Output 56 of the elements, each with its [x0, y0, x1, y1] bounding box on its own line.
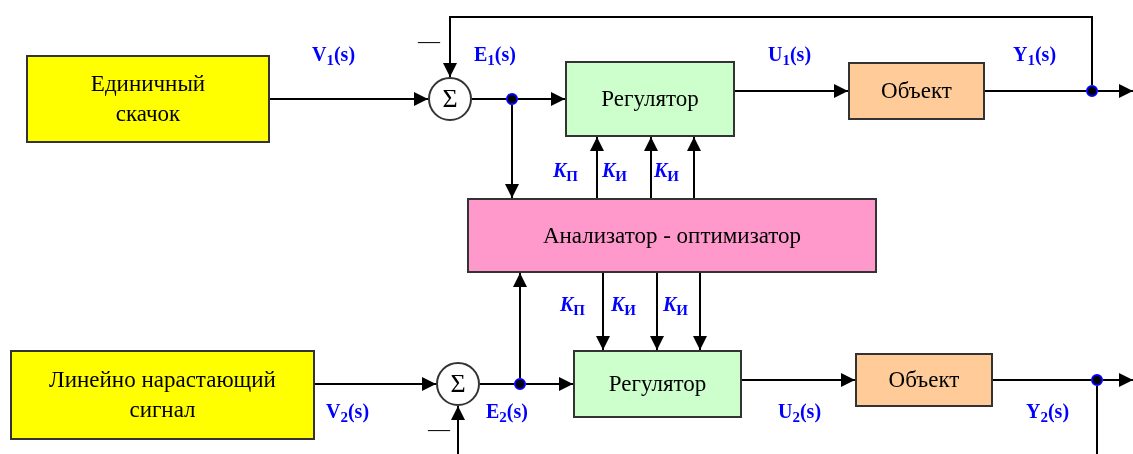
- connector-line: [992, 379, 1092, 381]
- summing-junction: [428, 77, 472, 121]
- arrow: [741, 373, 856, 387]
- edge-label: K$_{П}$: [553, 160, 578, 180]
- edge-label: E$_{2}$(s): [486, 401, 528, 421]
- edge-label: V$_{1}$(s): [312, 44, 356, 64]
- connector-line: [984, 90, 1087, 92]
- node-label: Объект: [880, 77, 953, 106]
- connector-line: [471, 98, 507, 100]
- summing-junction: [436, 362, 480, 406]
- node-label: Объект: [887, 366, 961, 395]
- edge-label: U$_{2}$(s): [778, 401, 822, 421]
- arrow: [650, 272, 664, 351]
- edge-label: K$_{П}$: [560, 294, 585, 314]
- arrow: [734, 84, 849, 98]
- arrow: [590, 136, 604, 199]
- controller-box: [573, 350, 742, 418]
- node-label: Анализатор - оптимизатор: [541, 221, 803, 250]
- arrow: [693, 272, 707, 351]
- edge-label: K$_{И}$: [611, 294, 636, 314]
- node-label: Линейно нарастающий сигнал: [48, 366, 277, 424]
- arrow: [1097, 84, 1133, 98]
- input-box: [10, 350, 315, 440]
- controller-box: [565, 61, 735, 137]
- arrow: [505, 104, 519, 199]
- input-box: [26, 55, 270, 143]
- node-label: Регулятор: [607, 370, 708, 399]
- plant-box: [855, 353, 993, 407]
- plant-box: [848, 62, 985, 120]
- edge-label: K$_{И}$: [654, 160, 679, 180]
- edge-label: V$_{2}$(s): [326, 401, 370, 421]
- edge-label: Y$_{1}$(s): [1013, 44, 1057, 64]
- arrow: [687, 136, 701, 199]
- edge-label: U$_{1}$(s): [768, 44, 812, 64]
- arrow: [1102, 373, 1133, 387]
- arrow: [269, 92, 429, 106]
- analyzer-box: [467, 198, 877, 273]
- arrow: [314, 377, 437, 391]
- node-label: Единичный скачок: [89, 70, 207, 128]
- arrow: [451, 385, 1098, 454]
- arrow: [596, 272, 610, 351]
- node-label: Регулятор: [600, 85, 700, 114]
- sigma-symbol: Σ: [450, 371, 466, 397]
- connector-line: [479, 383, 515, 385]
- arrow: [525, 377, 574, 391]
- arrow: [513, 272, 527, 379]
- edge-label: K$_{И}$: [663, 294, 688, 314]
- edge-label: K$_{И}$: [602, 160, 627, 180]
- sigma-symbol: Σ: [442, 86, 458, 112]
- edge-label: Y$_{2}$(s): [1026, 401, 1070, 421]
- arrow: [443, 16, 1093, 86]
- minus-sign: —: [418, 30, 440, 52]
- minus-sign: —: [428, 418, 450, 440]
- arrow: [644, 136, 658, 199]
- edge-label: E$_{1}$(s): [474, 44, 516, 64]
- arrow: [517, 92, 566, 106]
